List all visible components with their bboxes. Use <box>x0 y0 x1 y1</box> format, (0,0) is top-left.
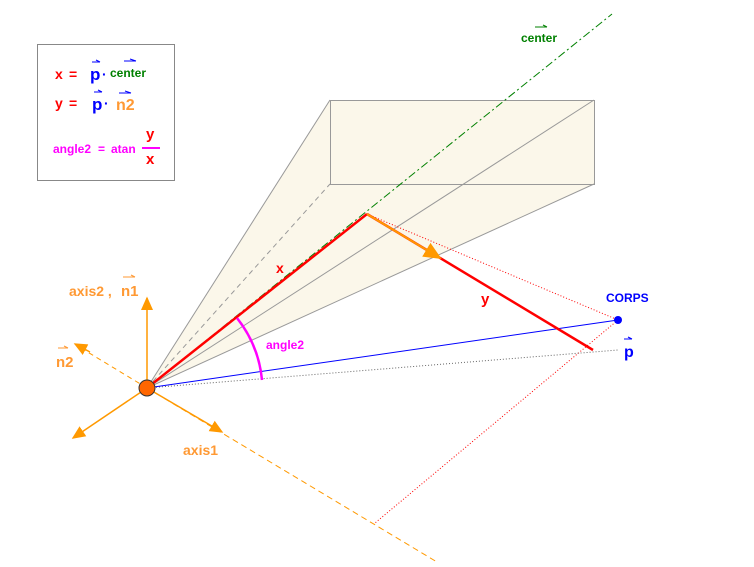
eq-angle-lhs: angle2 <box>53 142 91 156</box>
n2-label: n2 <box>56 354 74 371</box>
projection-dotted <box>366 213 619 321</box>
corps-point <box>614 316 622 324</box>
axis2-label: axis2 , <box>69 283 112 299</box>
n2-vector <box>366 213 442 260</box>
frustum-edge-hidden <box>146 183 331 389</box>
p-label: p <box>624 344 634 361</box>
eq-y-equals: = <box>69 95 77 111</box>
eq-x-center: center <box>110 66 146 80</box>
eq-angle-equals: = <box>98 142 105 156</box>
eq-x-equals: = <box>69 66 77 82</box>
axis1-arrow <box>146 387 224 433</box>
eq-y-p: p <box>92 95 102 114</box>
n2-arrow <box>73 343 91 355</box>
eq-x-dot: · <box>102 66 107 82</box>
vector-arrow-icon <box>94 89 132 94</box>
angle2-arc <box>236 317 264 381</box>
x-label: x <box>276 260 284 276</box>
vector-p <box>146 319 619 389</box>
vector-arrow-icon <box>58 345 69 349</box>
eq-y-n2: n2 <box>116 97 135 114</box>
vector-arrow-icon <box>123 274 136 278</box>
eq-y-dot: · <box>104 95 109 111</box>
projection-dotted <box>146 349 619 389</box>
axis1-label: axis1 <box>183 442 218 458</box>
vector-arrow-icon <box>535 24 548 28</box>
corps-label: CORPS <box>606 291 649 305</box>
projection-dotted <box>374 319 619 524</box>
origin-point <box>138 379 156 397</box>
x-segment <box>146 213 368 389</box>
eq-angle-atan: atan <box>111 142 136 156</box>
y-label: y <box>481 291 490 308</box>
view-rectangle <box>330 100 595 185</box>
eq-angle-num: y <box>146 126 155 143</box>
axis3-arrow <box>71 387 148 439</box>
eq-angle-den: x <box>146 151 155 168</box>
n1-label: n1 <box>121 283 139 300</box>
angle2-label: angle2 <box>266 338 304 352</box>
frustum-edge <box>146 183 595 389</box>
center-label: center <box>521 31 557 45</box>
eq-x-p: p <box>90 65 100 84</box>
vector-arrow-icon <box>92 58 137 63</box>
frustum-edge <box>146 99 331 389</box>
legend-box <box>37 44 175 181</box>
frustum-edge <box>146 99 595 389</box>
vector-arrow-icon <box>624 336 633 340</box>
eq-y-lhs: y <box>55 95 63 111</box>
n2-line <box>75 344 148 389</box>
axis1-line <box>146 387 438 563</box>
eq-x-lhs: x <box>55 66 63 82</box>
